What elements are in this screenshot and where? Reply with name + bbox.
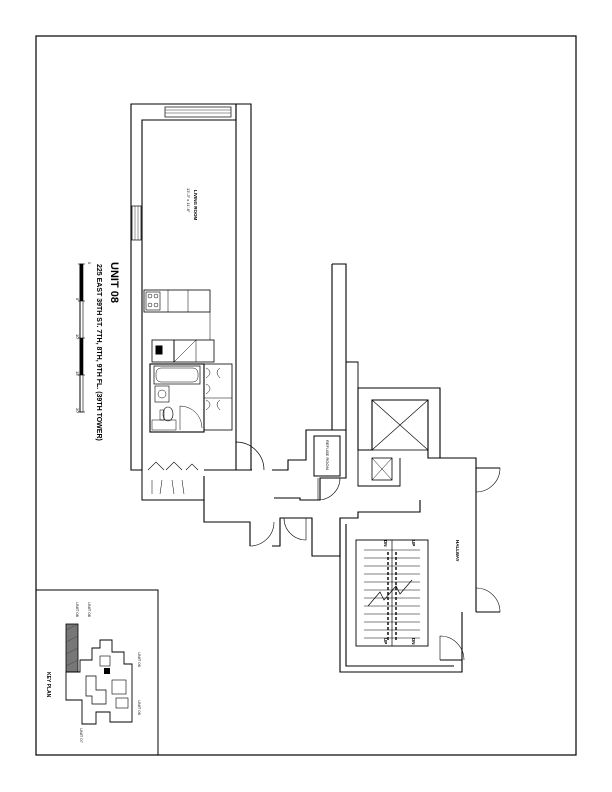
room-labels: LIVING ROOM 13'-3" x 11'-6" REFUSE ROOM …: [186, 188, 460, 645]
kitchen-cabinet: [173, 339, 215, 363]
kitchen-counter: [143, 289, 211, 313]
refuse-room-label: REFUSE ROOM: [325, 440, 330, 470]
key-plan-unit08-highlight: [65, 623, 79, 673]
scale-bar: 0 5' 10' 15' 20': [75, 262, 92, 413]
corridor-door-2: [317, 477, 341, 501]
stove: [145, 291, 161, 311]
refrigerator: [151, 339, 175, 363]
stair-enclosure: [339, 517, 463, 673]
corridor-door-3: [283, 517, 307, 541]
key-plan-label-unit07: UNIT 07: [79, 728, 84, 744]
hallway-door-2: [475, 587, 501, 613]
closet: [203, 363, 233, 431]
scale-tick-10: 10': [75, 334, 80, 339]
window-left: [131, 205, 142, 241]
scale-tick-0: 0: [87, 262, 92, 265]
key-plan: KEY PLAN UNIT 08 UNIT 08 UNIT 06 UNIT 06…: [35, 589, 159, 756]
sink: [154, 385, 170, 403]
sheet-border: [35, 35, 577, 756]
scale-tick-15: 15': [75, 371, 80, 376]
hallway-label: HALLWAY: [455, 540, 460, 562]
key-plan-building-outline: [65, 639, 133, 725]
unit-address: 225 EAST 39TH ST. 7TH, 8TH, 9TH FL. (39T…: [95, 264, 102, 441]
toilet: [162, 406, 174, 422]
unit-outer-wall: [130, 103, 237, 471]
bathtub: [153, 365, 201, 385]
key-plan-label-unit06-b: UNIT 06: [137, 700, 142, 716]
window-top: [164, 106, 232, 118]
unit-title: UNIT 08: [108, 262, 120, 303]
key-plan-label-unit08-b: UNIT 08: [75, 602, 80, 618]
refuse-room: [313, 435, 341, 477]
unit-entry-door: [235, 441, 265, 471]
shaft-wing: [331, 263, 347, 430]
stair-break-line: [367, 579, 413, 607]
title-block: UNIT 08 225 EAST 39TH ST. 7TH, 8TH, 9TH …: [95, 262, 120, 441]
stair-label-up-2: UP: [383, 638, 388, 644]
stair-treads: [364, 549, 420, 639]
living-room-dimensions: 13'-3" x 11'-6": [186, 188, 191, 213]
key-plan-label-unit06-a: UNIT 06: [137, 652, 142, 668]
corridor-door-1: [249, 521, 275, 547]
living-room-label: LIVING ROOM: [193, 190, 198, 221]
key-plan-frame: [35, 589, 159, 756]
elevator-shaft: [371, 399, 429, 451]
bathroom: [149, 363, 205, 433]
scale-tick-20: 20': [75, 408, 80, 413]
stair-label-dn-1: DN: [383, 540, 388, 547]
floor-plan: [130, 103, 501, 673]
elevator-small-shaft: [371, 457, 393, 481]
key-plan-label-unit08-a: UNIT 08: [87, 602, 92, 618]
entry-closet: [141, 460, 204, 501]
key-plan-title: KEY PLAN: [45, 672, 51, 698]
hallway-door-1: [475, 467, 501, 493]
stair-label-dn-2: DN: [411, 638, 416, 645]
scale-tick-5: 5': [75, 298, 80, 301]
hallway-door-3: [439, 635, 465, 661]
stair-label-up-1: UP: [411, 540, 416, 546]
hallway-wall: [440, 457, 500, 661]
